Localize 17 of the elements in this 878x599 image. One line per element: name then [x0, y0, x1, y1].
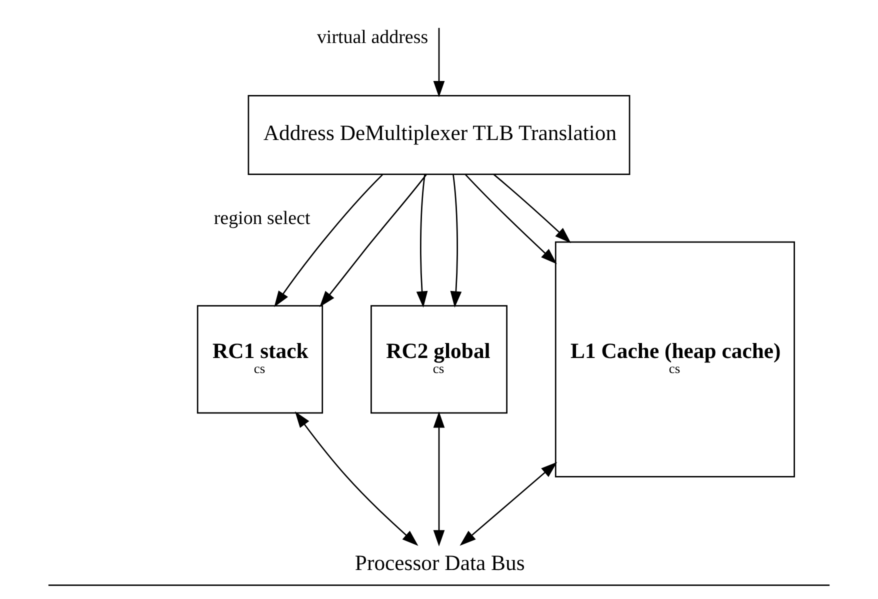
arrow [433, 28, 445, 98]
arrow [460, 462, 558, 546]
arrow [274, 174, 384, 308]
node-box: Address DeMultiplexer TLB Translation [248, 94, 630, 175]
arrow [294, 411, 418, 546]
arrow [320, 174, 427, 308]
node-box: RC2 global cs [370, 305, 508, 414]
arrow [416, 174, 428, 308]
arrow [493, 174, 571, 244]
node-text: Processor Data Bus [354, 551, 525, 576]
edge-label: region select [214, 208, 310, 230]
arrow [450, 174, 462, 308]
edge-label: virtual address [316, 27, 428, 48]
arrow [464, 174, 557, 264]
node-box: L1 Cache (heap cache) cs [554, 241, 795, 478]
arrow [433, 411, 445, 546]
node-box: RC1 stack cs [196, 305, 324, 414]
